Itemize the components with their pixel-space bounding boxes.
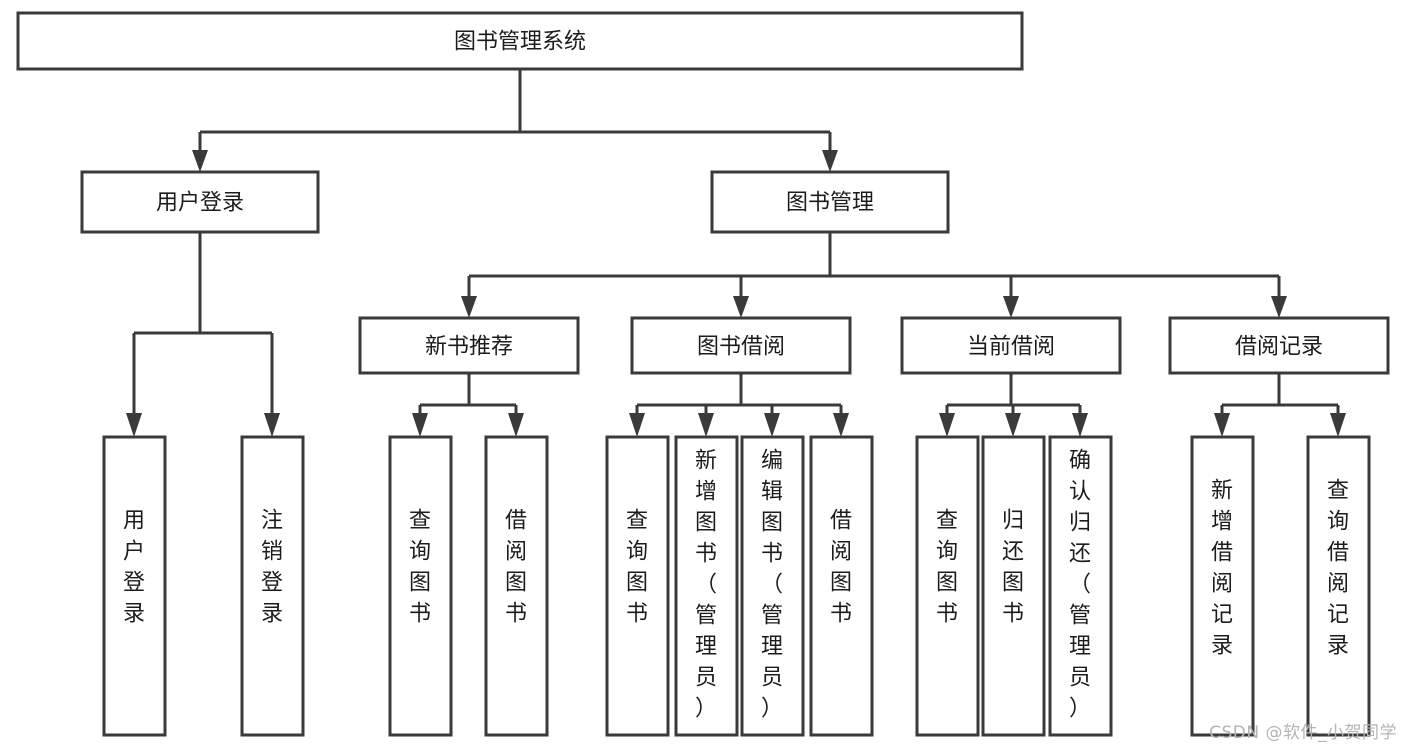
node-new-book-recommend-box[interactable] [358,316,580,375]
node-leaf-logout-login-label: 注销登录 [261,509,283,627]
node-leaf-query-book-3-box[interactable] [915,435,980,737]
node-leaf-edit-book-box[interactable] [740,435,805,737]
node-leaf-logout-login-box[interactable] [240,435,305,737]
node-leaf-user-login[interactable]: 用户登录 [102,435,167,737]
node-leaf-confirm-return[interactable]: 确认归还（管理员） [1048,435,1113,737]
node-leaf-confirm-return-label: 确认归还（管理员） [1069,449,1091,722]
node-leaf-user-login-label: 用户登录 [123,509,145,627]
arrow-head-leaf-logout-login [264,413,280,437]
arrow-head-book-borrow [733,296,749,318]
node-leaf-add-record-label: 新增借阅记录 [1211,479,1233,659]
arrow-head-leaf-borrow-book-2 [833,413,849,437]
node-leaf-edit-book-label: 编辑图书（管理员） [761,449,783,722]
arrow-head-leaf-query-book-2 [629,413,645,437]
node-root[interactable]: 图书管理系统 [16,11,1024,71]
arrow-head-leaf-confirm-return [1072,413,1088,437]
node-book-borrow-box[interactable] [630,316,852,375]
node-leaf-query-book-1-label: 查询图书 [409,509,431,627]
arrow-head-borrow-record [1271,296,1287,318]
node-leaf-query-book-3-label: 查询图书 [936,509,958,627]
node-leaf-query-record-box[interactable] [1306,435,1371,737]
node-leaf-borrow-book-2-box[interactable] [809,435,874,737]
node-book-management[interactable]: 图书管理 [710,170,950,234]
arrow-head-leaf-edit-book [764,413,780,437]
node-leaf-borrow-book-1[interactable]: 借阅图书 [484,435,549,737]
connector-layer [126,69,1346,437]
node-book-management-box[interactable] [710,170,950,234]
arrow-head-leaf-add-record [1214,413,1230,437]
node-leaf-query-book-3[interactable]: 查询图书 [915,435,980,737]
node-leaf-user-login-box[interactable] [102,435,167,737]
node-current-borrow[interactable]: 当前借阅 [900,316,1122,375]
node-root-box[interactable] [16,11,1024,71]
node-book-management-label: 图书管理 [786,191,874,216]
node-leaf-add-book-label: 新增图书（管理员） [695,449,717,722]
node-book-borrow[interactable]: 图书借阅 [630,316,852,375]
node-leaf-query-book-2-box[interactable] [605,435,670,737]
node-leaf-borrow-book-1-label: 借阅图书 [505,509,527,627]
node-leaf-query-record[interactable]: 查询借阅记录 [1306,435,1371,737]
node-leaf-add-book[interactable]: 新增图书（管理员） [674,435,739,737]
node-user-login[interactable]: 用户登录 [80,170,320,234]
node-leaf-add-record[interactable]: 新增借阅记录 [1190,435,1255,737]
arrow-head-leaf-return-book [1005,413,1021,437]
node-leaf-return-book[interactable]: 归还图书 [981,435,1046,737]
node-book-borrow-label: 图书借阅 [697,335,785,360]
arrow-head-leaf-query-book-1 [412,413,428,437]
node-borrow-record-label: 借阅记录 [1235,335,1323,360]
node-current-borrow-label: 当前借阅 [967,335,1055,360]
node-leaf-add-book-box[interactable] [674,435,739,737]
arrow-head-user-login [192,150,208,172]
node-leaf-return-book-box[interactable] [981,435,1046,737]
arrow-head-book-management [822,150,838,172]
node-new-book-recommend-label: 新书推荐 [425,335,513,360]
node-leaf-borrow-book-2-label: 借阅图书 [830,509,852,627]
node-leaf-query-book-2[interactable]: 查询图书 [605,435,670,737]
arrow-head-leaf-add-book [698,413,714,437]
node-leaf-edit-book[interactable]: 编辑图书（管理员） [740,435,805,737]
node-new-book-recommend[interactable]: 新书推荐 [358,316,580,375]
node-leaf-return-book-label: 归还图书 [1002,509,1024,627]
node-leaf-add-record-box[interactable] [1190,435,1255,737]
node-leaf-query-book-1-box[interactable] [388,435,453,737]
node-user-login-label: 用户登录 [156,191,244,216]
node-leaf-logout-login[interactable]: 注销登录 [240,435,305,737]
arrow-head-leaf-borrow-book-1 [508,413,524,437]
node-leaf-query-record-label: 查询借阅记录 [1327,479,1349,659]
node-leaf-query-book-1[interactable]: 查询图书 [388,435,453,737]
node-user-login-box[interactable] [80,170,320,234]
arrow-head-leaf-query-record [1330,413,1346,437]
arrow-head-current-borrow [1003,296,1019,318]
node-borrow-record[interactable]: 借阅记录 [1168,316,1390,375]
arrow-head-new-book-recommend [461,296,477,318]
node-leaf-confirm-return-box[interactable] [1048,435,1113,737]
node-leaf-borrow-book-1-box[interactable] [484,435,549,737]
arrow-head-leaf-query-book-3 [939,413,955,437]
node-leaf-borrow-book-2[interactable]: 借阅图书 [809,435,874,737]
node-current-borrow-box[interactable] [900,316,1122,375]
node-leaf-query-book-2-label: 查询图书 [626,509,648,627]
node-root-label: 图书管理系统 [454,30,586,55]
arrow-head-leaf-user-login [126,413,142,437]
csdn-watermark: CSDN @软件_小贺同学 [1209,723,1397,743]
node-borrow-record-box[interactable] [1168,316,1390,375]
